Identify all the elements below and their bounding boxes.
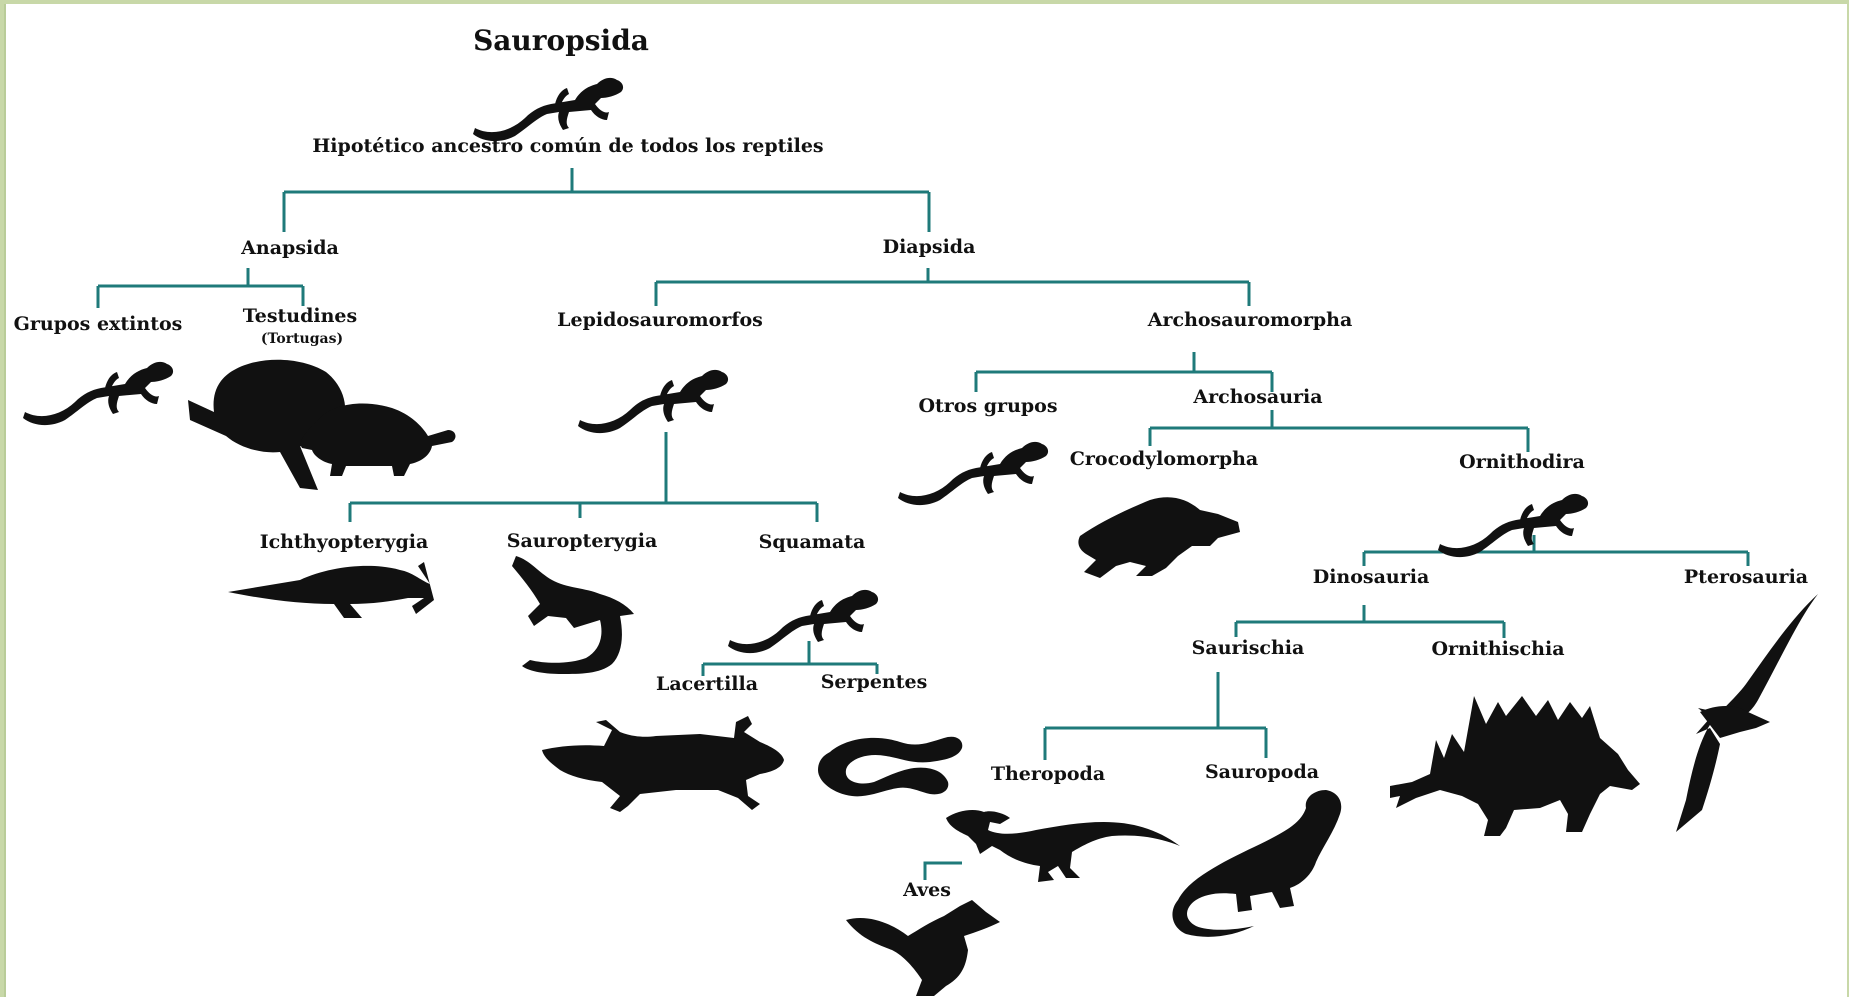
- node-archosauromorpha: Archosauromorpha: [1148, 311, 1353, 330]
- node-squamata: Squamata: [759, 533, 866, 552]
- crocodile-icon: [1078, 497, 1240, 578]
- turtle-icon: [188, 360, 455, 490]
- lizard-icon: [578, 370, 728, 433]
- node-crocodylomorpha: Crocodylomorpha: [1070, 450, 1258, 469]
- lizard-icon: [898, 442, 1048, 505]
- node-ornithischia: Ornithischia: [1431, 640, 1564, 659]
- node-sauropoda: Sauropoda: [1205, 763, 1319, 782]
- node-anapsida: Anapsida: [241, 239, 339, 258]
- diagram-title: Sauropsida: [473, 27, 649, 55]
- node-testudines: Testudines: [243, 307, 357, 326]
- node-otros-grupos: Otros grupos: [918, 397, 1057, 416]
- node-ornithodira: Ornithodira: [1459, 453, 1585, 472]
- ichthyosaur-icon: [228, 562, 434, 618]
- node-grupos-extintos: Grupos extintos: [14, 315, 183, 334]
- node-lacertilla: Lacertilla: [656, 675, 758, 694]
- sauropod-icon: [1172, 790, 1341, 937]
- node-lepidosauromorfos: Lepidosauromorfos: [557, 311, 763, 330]
- lizard-icon: [23, 362, 173, 425]
- node-ichthyopterygia: Ichthyopterygia: [260, 533, 429, 552]
- lizard-icon: [728, 590, 878, 653]
- node-dinosauria: Dinosauria: [1313, 568, 1430, 587]
- bird-icon: [846, 900, 1000, 996]
- node-serpentes: Serpentes: [821, 673, 928, 692]
- node-pterosauria: Pterosauria: [1684, 568, 1808, 587]
- lizard-icon: [1438, 494, 1588, 557]
- snake-icon: [818, 737, 962, 797]
- node-diapsida: Diapsida: [883, 238, 976, 257]
- lizard-icon: [473, 78, 623, 141]
- node-theropoda: Theropoda: [991, 765, 1105, 784]
- theropod-icon: [946, 810, 1180, 882]
- node-saurischia: Saurischia: [1192, 639, 1305, 658]
- node-sauropterygia: Sauropterygia: [507, 532, 658, 551]
- node-testudines-note: (Tortugas): [261, 332, 343, 346]
- node-aves: Aves: [903, 881, 951, 900]
- node-archosauria: Archosauria: [1193, 388, 1322, 407]
- lizard-icon: [542, 716, 784, 812]
- plesiosaur-icon: [512, 556, 634, 674]
- root-caption: Hipotético ancestro común de todos los r…: [312, 137, 823, 156]
- stegosaurus-icon: [1390, 696, 1640, 836]
